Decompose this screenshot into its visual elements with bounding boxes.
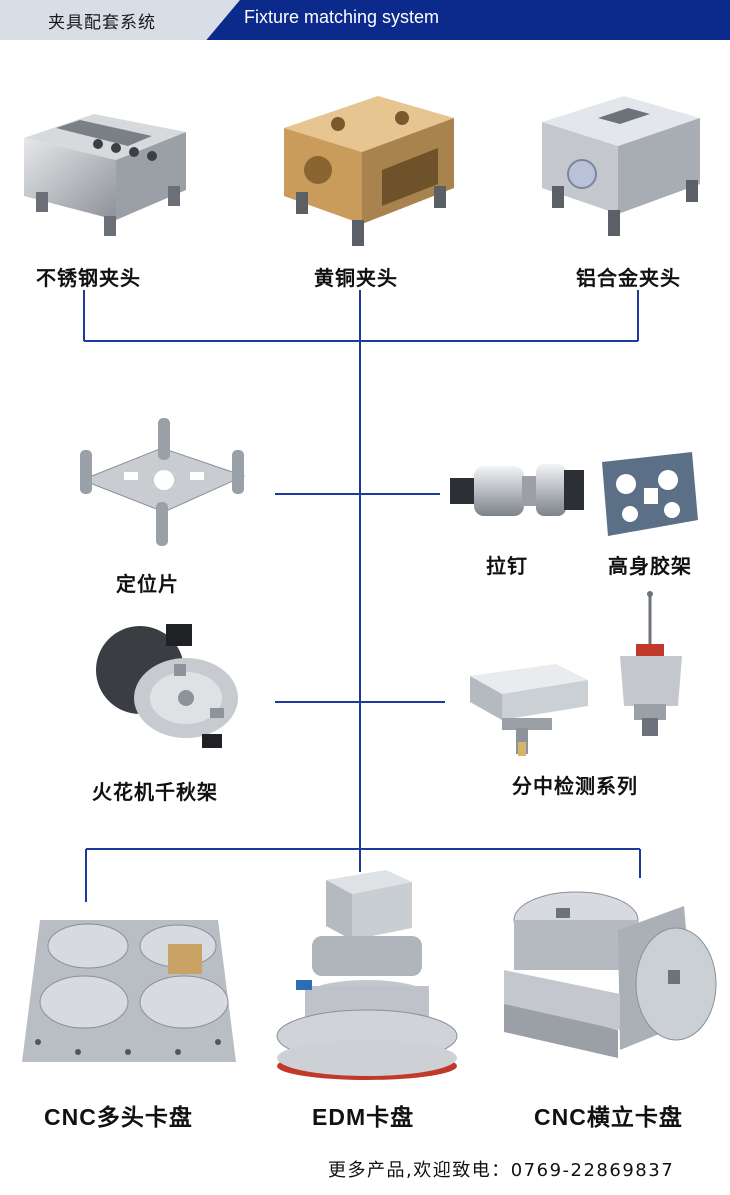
edm-chuck-label: EDM卡盘 [312, 1104, 415, 1130]
brass-chuck-image [278, 88, 458, 258]
header-title-cn: 夹具配套系统 [48, 13, 156, 33]
centering-block-image [466, 654, 592, 760]
riser-frame-image [596, 450, 702, 540]
edm-swing-frame-image [74, 614, 244, 754]
stainless-chuck-image [18, 70, 190, 242]
header-banner-left [0, 0, 240, 40]
positioning-plate-image [74, 414, 252, 554]
pull-stud-label: 拉钉 [486, 554, 528, 578]
riser-frame-label: 高身胶架 [608, 554, 692, 578]
header-banner: 夹具配套系统 Fixture matching system [0, 0, 730, 40]
positioning-plate-label: 定位片 [116, 572, 179, 596]
header-title-en: Fixture matching system [244, 7, 440, 27]
pull-stud-image [446, 454, 588, 524]
aluminum-chuck-image [538, 88, 704, 248]
cnc-multi-chuck-image [18, 902, 240, 1068]
cnc-multi-chuck-label: CNC多头卡盘 [44, 1104, 193, 1130]
centering-probe-series-label: 分中检测系列 [512, 774, 638, 798]
stainless-chuck-label: 不锈钢夹头 [36, 266, 141, 290]
brass-chuck-label: 黄铜夹头 [314, 266, 398, 290]
cnc-horizontal-vertical-chuck-label: CNC横立卡盘 [534, 1104, 683, 1130]
edm-swing-frame-label: 火花机千秋架 [92, 780, 218, 804]
edm-chuck-image [274, 866, 460, 1086]
footer-contact: 更多产品,欢迎致电：0769-22869837 [328, 1160, 675, 1181]
cnc-horizontal-vertical-chuck-image [500, 880, 722, 1066]
centering-probe-image [616, 590, 686, 740]
aluminum-chuck-label: 铝合金夹头 [576, 266, 681, 290]
